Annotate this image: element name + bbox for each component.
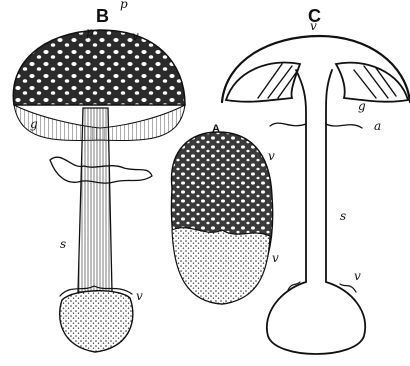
- panel-c-label-v-top: v: [310, 19, 317, 33]
- panel-b-label-v-base: v: [136, 289, 143, 303]
- panel-c-label-v-base: v: [354, 269, 361, 283]
- panel-c-label-s: s: [340, 209, 346, 223]
- panel-c-volva-edge: [288, 282, 356, 292]
- panel-b: B p v g s v: [13, 6, 185, 352]
- panel-b-label-g: g: [30, 117, 38, 131]
- panel-b-cap: [13, 30, 185, 105]
- panel-c-bulb: [267, 282, 365, 354]
- panel-b-label-v-cap: v: [132, 29, 139, 43]
- panel-c-ring-left: [270, 123, 306, 126]
- panel-b-letter: B: [96, 6, 109, 26]
- panel-c-ring-right: [326, 124, 362, 128]
- panel-c-label-g: g: [358, 99, 366, 113]
- panel-a-label-v-top: v: [268, 149, 275, 163]
- panel-c-label-a: a: [374, 119, 381, 133]
- panel-a: A v v: [171, 123, 279, 304]
- panel-c-stem: [296, 70, 332, 282]
- top-caption-fragment: p: [120, 0, 128, 11]
- panel-b-bulb: [60, 291, 133, 352]
- panel-a-label-v-side: v: [272, 251, 279, 265]
- panel-a-veil: [172, 228, 270, 304]
- panel-b-label-p: p: [86, 25, 94, 39]
- panel-b-label-s: s: [60, 237, 66, 251]
- panel-b-stem: [78, 108, 112, 292]
